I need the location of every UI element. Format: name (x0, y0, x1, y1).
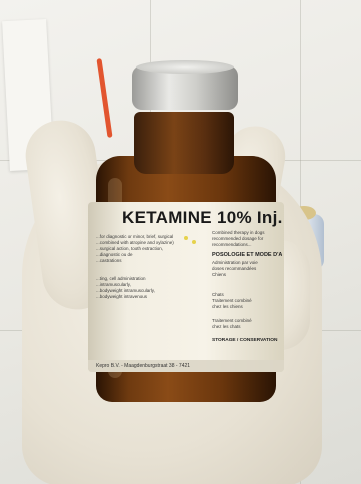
label-line: ...castrations (96, 258, 122, 263)
product-name: KETAMINE 10% Inj. (122, 208, 283, 227)
vial-label: KETAMINE 10% Inj. ...for diagnostic or m… (88, 202, 284, 372)
yellow-dot (192, 240, 196, 244)
left-column: ...for diagnostic or minor, brief, surgi… (96, 234, 206, 300)
label-line: Combined therapy in dogs (212, 230, 265, 235)
label-line: recommended dosage for (212, 236, 264, 241)
label-line: Traitement combiné (212, 318, 252, 323)
label-line: ...combined with atropine and xylazine) (96, 240, 174, 245)
label-line: recommendations... (212, 242, 252, 247)
posology-heading: POSOLOGIE ET MODE D'ADM (212, 252, 282, 258)
right-column-top: Combined therapy in dogs recommended dos… (212, 230, 278, 248)
label-line: chez les chiens (212, 304, 243, 309)
label-line: doses recommandées (212, 266, 257, 271)
label-line: ...surgical action, tooth extraction, (96, 246, 164, 251)
label-line: Traitement combiné (212, 298, 252, 303)
label-line: Chats (212, 292, 224, 297)
label-line: ...bodyweight intravenous (96, 294, 148, 299)
label-line: ...for diagnostic or minor, brief, surgi… (96, 234, 174, 239)
label-line: ...diagnostic ou de (96, 252, 133, 257)
storage-heading: STORAGE / CONSERVATION (212, 338, 278, 343)
right-column-mid: Administration par voie doses recommandé… (212, 260, 278, 330)
yellow-dot (184, 236, 188, 240)
label-line: chez les chats (212, 324, 241, 329)
label-line: Chiens (212, 272, 227, 277)
vial-neck (134, 112, 234, 174)
label-line: ...intramuscularly, (96, 282, 131, 287)
label-line: ...bodyweight intramuscularly, (96, 288, 155, 293)
manufacturer-footer: Kepro B.V. - Maagdenburgstraat 38 - 7421 (88, 360, 284, 372)
label-line: ...ting, cell administration (96, 276, 146, 281)
vial-cap-top (136, 60, 234, 74)
vial: KETAMINE 10% Inj. ...for diagnostic or m… (88, 60, 284, 402)
label-line: Administration par voie (212, 260, 258, 265)
